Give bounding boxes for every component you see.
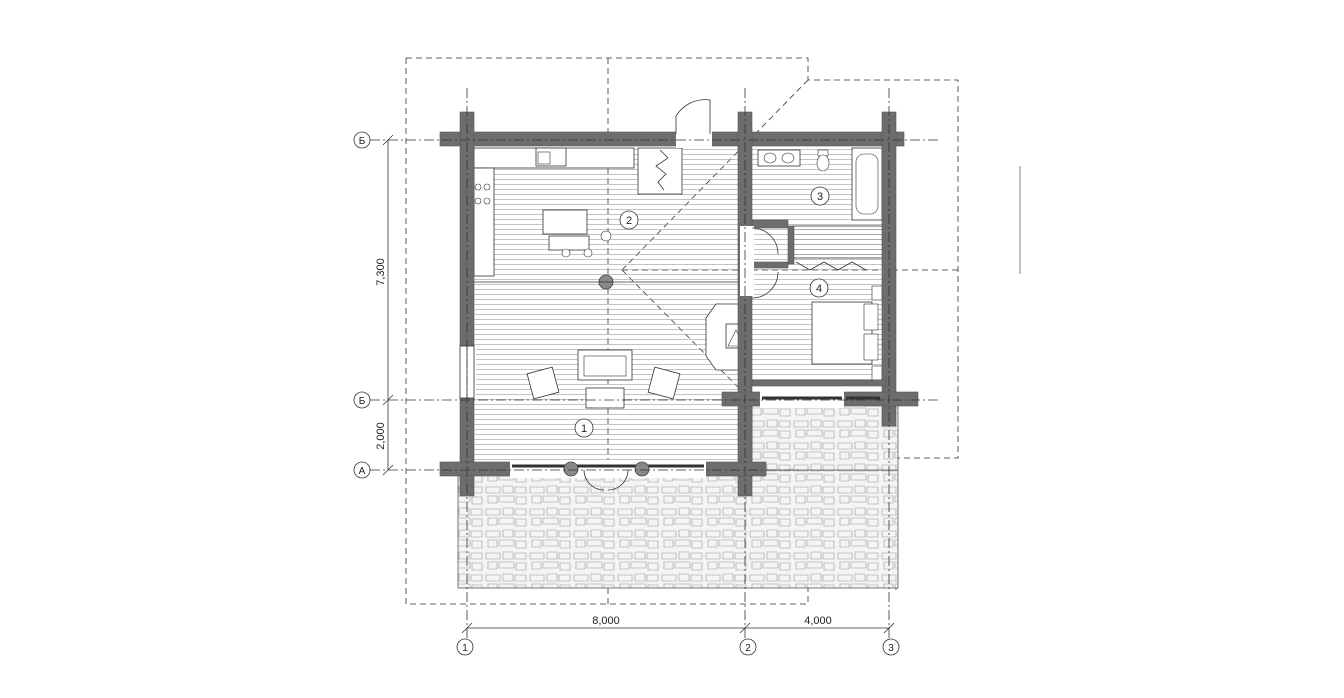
dimension-width-left: 8,000 <box>592 615 620 627</box>
room-number-2: 2 <box>626 215 632 227</box>
axis-lines <box>370 88 940 640</box>
axis-marker-b-top: Б <box>353 131 371 149</box>
axis-label-b-top: Б <box>359 136 366 147</box>
dining-table <box>542 209 612 258</box>
room-marker-4: 4 <box>809 278 829 298</box>
axis-label-3: 3 <box>888 643 894 654</box>
dimension-width-right: 4,000 <box>804 615 832 627</box>
room-marker-3: 3 <box>810 186 830 206</box>
dimension-lines <box>382 134 895 634</box>
room-number-1: 1 <box>581 423 587 435</box>
kitchen-counter <box>473 133 635 277</box>
axis-marker-a: А <box>353 461 371 479</box>
dimension-height-upper: 7,300 <box>375 258 387 286</box>
bed <box>811 285 883 381</box>
axis-marker-3: 3 <box>882 638 900 656</box>
axis-marker-1: 1 <box>456 638 474 656</box>
axis-marker-b-mid: Б <box>353 391 371 409</box>
room-marker-2: 2 <box>619 210 639 230</box>
axis-label-1: 1 <box>462 643 468 654</box>
axis-label-2: 2 <box>745 643 751 654</box>
openings <box>459 99 880 491</box>
closet <box>791 225 885 271</box>
bathroom-fixtures <box>757 149 879 215</box>
dimension-height-lower: 2,000 <box>375 422 387 450</box>
staircase <box>637 147 683 195</box>
axis-label-a: А <box>359 466 366 477</box>
living-furniture <box>526 349 681 409</box>
axis-label-b-mid: Б <box>359 396 366 407</box>
room-number-3: 3 <box>817 191 823 203</box>
room-marker-1: 1 <box>574 418 594 438</box>
room-number-4: 4 <box>816 283 822 295</box>
axis-marker-2: 2 <box>739 638 757 656</box>
